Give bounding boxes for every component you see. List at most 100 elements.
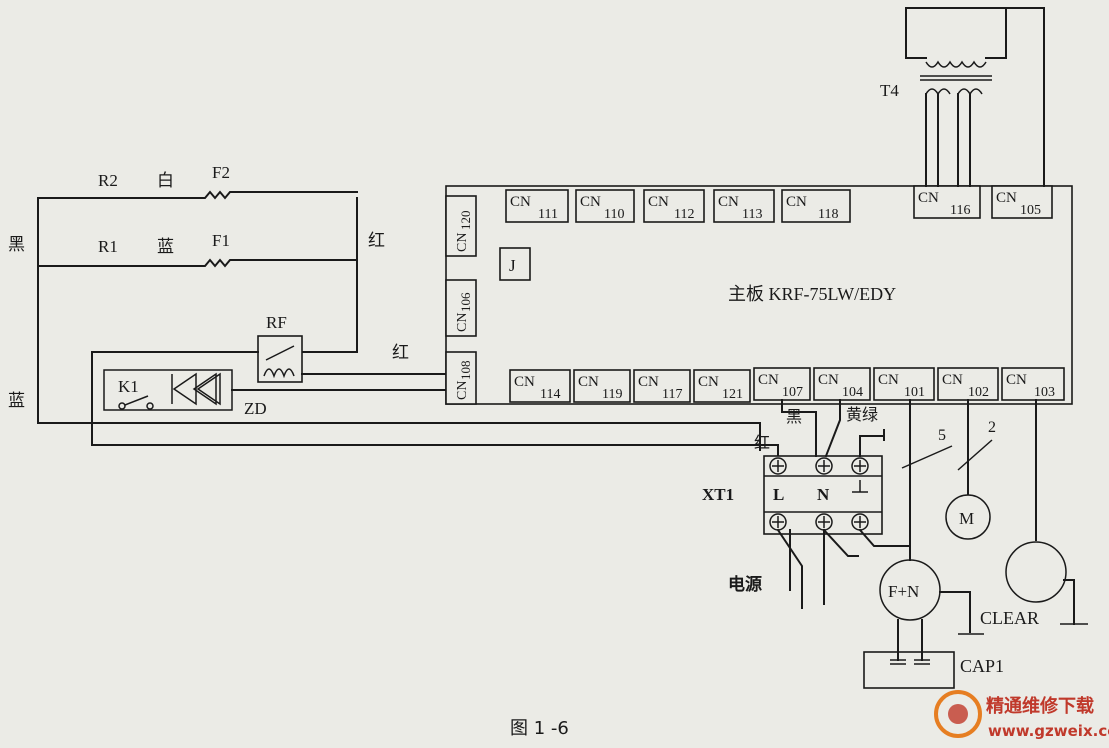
svg-text:112: 112	[674, 207, 694, 222]
switch-5	[901, 445, 953, 469]
svg-text:101: 101	[904, 385, 925, 400]
connector-cn104: CN 104	[813, 367, 871, 401]
watermark: 精通维修下载 www.gzweix.com	[934, 690, 1109, 740]
svg-text:CN: CN	[698, 374, 719, 390]
terminal-screw-n-bottom	[815, 513, 833, 531]
watermark-logo-icon	[934, 690, 982, 738]
label-hong-108: 红	[392, 343, 409, 363]
connector-cn106: CN 106	[445, 279, 477, 337]
label-lan-mid: 蓝	[157, 237, 174, 257]
svg-text:103: 103	[1034, 385, 1055, 400]
terminal-screw-n-top	[815, 457, 833, 475]
clear-motor	[1005, 541, 1067, 603]
svg-text:CN: CN	[818, 372, 839, 388]
terminal-screw-l-top	[769, 457, 787, 475]
label-n: N	[817, 485, 830, 504]
mains-wire-e	[858, 528, 911, 547]
mains-wire-n-out	[822, 528, 859, 557]
wire-cn104-n	[824, 399, 841, 458]
label-k1: K1	[118, 377, 139, 396]
svg-text:CN: CN	[786, 194, 807, 210]
connector-cn120: CN 120	[445, 195, 477, 257]
label-f2: F2	[212, 163, 230, 182]
connector-cn114: CN 114	[509, 369, 571, 403]
label-bai: 白	[157, 171, 174, 191]
terminal-screw-e-bottom	[851, 513, 869, 531]
svg-text:CN: CN	[580, 194, 601, 210]
svg-text:102: 102	[968, 385, 989, 400]
svg-text:119: 119	[602, 387, 622, 402]
svg-text:121: 121	[722, 387, 743, 402]
bottom-connectors: CN 114 CN 119 CN 117 CN 121 CN 107 CN 10…	[509, 367, 1065, 403]
svg-text:113: 113	[742, 207, 762, 222]
connector-cn121: CN 121	[693, 369, 751, 403]
connector-cn118: CN 118	[781, 189, 851, 223]
terminal-screw-e-top	[851, 457, 869, 475]
svg-text:108: 108	[458, 361, 473, 381]
label-t4: T4	[880, 81, 899, 100]
svg-text:116: 116	[950, 203, 970, 218]
connector-cn112: CN 112	[643, 189, 705, 223]
connector-cn102: CN 102	[937, 367, 999, 401]
svg-text:CN: CN	[1006, 372, 1027, 388]
svg-text:CN: CN	[878, 372, 899, 388]
rf-relay	[257, 335, 303, 383]
label-sw2: 2	[988, 419, 996, 436]
label-fn: F+N	[888, 582, 919, 601]
svg-text:CN: CN	[578, 374, 599, 390]
label-dianyuan: 电源	[728, 574, 762, 595]
terminal-screw-l-bottom	[769, 513, 787, 531]
figure-caption: 图 1 -6	[510, 718, 569, 739]
mains-wire-l	[776, 528, 803, 609]
svg-text:CN: CN	[510, 194, 531, 210]
label-rf: RF	[266, 313, 287, 332]
connector-cn117: CN 117	[633, 369, 691, 403]
heater-circuit	[37, 190, 761, 451]
transformer-t4	[905, 7, 1045, 187]
svg-text:CN: CN	[514, 374, 535, 390]
label-j: J	[509, 256, 516, 275]
j-block	[499, 247, 531, 281]
svg-text:105: 105	[1020, 203, 1041, 218]
svg-text:CN: CN	[942, 372, 963, 388]
svg-text:111: 111	[538, 207, 558, 222]
label-huanglv: 黄绿	[846, 405, 878, 424]
svg-text:CN: CN	[638, 374, 659, 390]
connector-cn110: CN 110	[575, 189, 635, 223]
left-connectors: CN 120 CN 106 CN 108	[445, 195, 477, 405]
svg-text:110: 110	[604, 207, 624, 222]
svg-text:106: 106	[458, 292, 473, 312]
connector-cn103: CN 103	[1001, 367, 1065, 401]
wire-ground	[859, 435, 885, 457]
svg-text:CN: CN	[648, 194, 669, 210]
svg-text:114: 114	[540, 387, 560, 402]
connector-cn111: CN 111	[505, 189, 569, 223]
label-zd: ZD	[244, 399, 267, 418]
svg-text:107: 107	[782, 385, 803, 400]
connector-cn119: CN 119	[573, 369, 631, 403]
svg-text:117: 117	[662, 387, 682, 402]
watermark-url: www.gzweix.com	[988, 722, 1109, 740]
fan-motor-fn	[879, 559, 941, 621]
connector-cn105: CN 105	[991, 185, 1053, 219]
svg-text:CN: CN	[996, 190, 1017, 206]
label-hei-term: 黑	[786, 407, 802, 426]
connector-cn108: CN 108	[445, 351, 477, 405]
watermark-text: 精通维修下载	[986, 695, 1094, 717]
label-clear: CLEAR	[980, 608, 1039, 628]
connector-cn113: CN 113	[713, 189, 775, 223]
label-l: L	[773, 485, 784, 504]
label-f1: F1	[212, 231, 230, 250]
svg-text:CN: CN	[758, 372, 779, 388]
terminal-xt1	[763, 455, 883, 535]
svg-text:CN: CN	[455, 313, 470, 332]
svg-text:104: 104	[842, 385, 863, 400]
label-lan-left: 蓝	[8, 391, 25, 411]
motor-m	[945, 494, 991, 540]
svg-text:118: 118	[818, 207, 838, 222]
connector-cn107: CN 107	[753, 367, 811, 401]
connector-cn116: CN 116	[913, 185, 981, 219]
svg-text:CN: CN	[718, 194, 739, 210]
label-hei-left: 黑	[8, 235, 25, 255]
